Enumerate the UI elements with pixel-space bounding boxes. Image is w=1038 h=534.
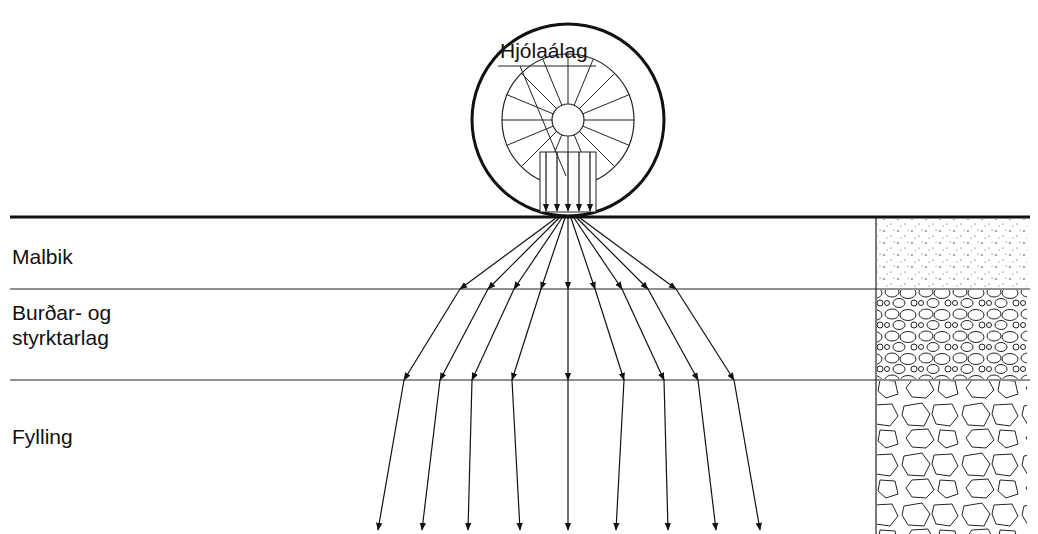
stress-arrow bbox=[698, 380, 716, 530]
stress-arrow bbox=[514, 218, 562, 289]
stress-arrow bbox=[574, 218, 622, 289]
layer-name: Malbik bbox=[12, 244, 73, 269]
stress-arrow bbox=[468, 380, 472, 530]
stress-arrow bbox=[676, 289, 734, 380]
stress-arrow bbox=[488, 218, 559, 289]
stress-arrow bbox=[378, 380, 404, 530]
stress-arrow bbox=[567, 380, 568, 530]
spoke bbox=[502, 120, 552, 121]
stress-arrow bbox=[422, 380, 440, 530]
label-text: Hjólaálag bbox=[500, 38, 588, 63]
stress-arrow bbox=[577, 218, 648, 289]
layer-name: Burðar- og styrktarlag bbox=[12, 300, 172, 350]
stress-arrow bbox=[578, 152, 579, 211]
spoke bbox=[584, 120, 634, 121]
stress-arrow bbox=[664, 380, 668, 530]
stress-arrow bbox=[580, 218, 676, 289]
stress-arrow bbox=[567, 218, 568, 289]
layer-name: Fylling bbox=[12, 424, 73, 449]
stress-arrow bbox=[472, 289, 514, 380]
stress-arrow bbox=[567, 289, 568, 380]
stress-arrow bbox=[648, 289, 698, 380]
stress-arrow bbox=[460, 218, 556, 289]
stress-arrow bbox=[616, 380, 624, 530]
stress-arrow bbox=[734, 380, 760, 530]
stress-arrow bbox=[545, 152, 546, 211]
stress-arrow bbox=[541, 218, 565, 289]
spoke bbox=[583, 95, 629, 114]
stress-arrow bbox=[512, 289, 541, 380]
stress-arrow bbox=[589, 152, 590, 211]
stress-arrow bbox=[567, 152, 568, 211]
stress-arrow bbox=[622, 289, 664, 380]
stress-arrow bbox=[512, 380, 520, 530]
stress-arrow bbox=[571, 218, 595, 289]
stress-arrow bbox=[440, 289, 488, 380]
stress-arrow bbox=[556, 152, 557, 211]
stress-arrow bbox=[595, 289, 624, 380]
stress-arrow bbox=[404, 289, 460, 380]
